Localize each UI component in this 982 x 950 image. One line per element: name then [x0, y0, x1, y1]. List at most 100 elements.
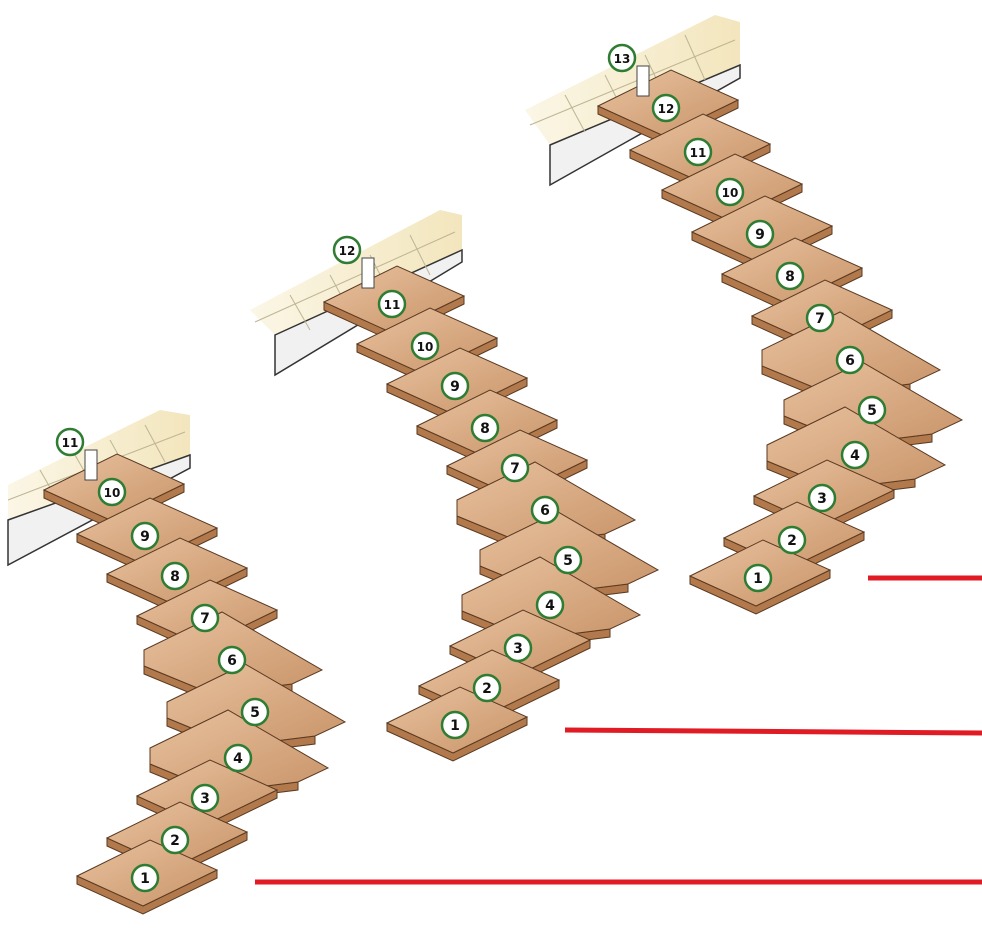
stringer-bracket [84, 449, 98, 481]
red-line-middle [564, 727, 982, 736]
marker-label: 8 [480, 421, 490, 437]
landing-floor [525, 15, 740, 145]
marker-label: 1 [753, 571, 763, 587]
step-marker-10: 10 [97, 477, 127, 507]
step-marker-8: 8 [470, 413, 500, 443]
step-marker-3: 3 [190, 783, 220, 813]
step-marker-9: 9 [130, 521, 160, 551]
step-marker-12: 12 [651, 93, 681, 123]
step-marker-5: 5 [240, 697, 270, 727]
step-marker-3: 3 [503, 633, 533, 663]
step-number-markers: 1234567891011123456789101112123456789101… [55, 43, 887, 893]
marker-label: 2 [482, 681, 492, 697]
step-marker-11: 11 [683, 137, 713, 167]
marker-label: 5 [563, 553, 573, 569]
marker-circle [332, 235, 362, 265]
steps-right [596, 65, 964, 615]
step-marker-7: 7 [805, 303, 835, 333]
marker-circle [55, 427, 85, 457]
marker-circle [683, 137, 713, 167]
marker-circle [160, 825, 190, 855]
marker-label: 9 [450, 379, 460, 395]
step-marker-5: 5 [553, 545, 583, 575]
marker-circle [377, 289, 407, 319]
stringer-bracket [361, 257, 375, 289]
marker-circle [840, 440, 870, 470]
marker-label: 4 [545, 598, 555, 614]
marker-label: 4 [850, 448, 860, 464]
step-marker-1: 1 [440, 710, 470, 740]
step-marker-1: 1 [130, 863, 160, 893]
staircase-middle [250, 210, 660, 762]
step-marker-4: 4 [840, 440, 870, 470]
marker-label: 6 [227, 653, 237, 669]
marker-label: 13 [614, 52, 631, 66]
marker-circle [472, 673, 502, 703]
marker-circle [651, 93, 681, 123]
step-marker-1: 1 [743, 563, 773, 593]
marker-circle [553, 545, 583, 575]
marker-circle [240, 697, 270, 727]
marker-circle [470, 413, 500, 443]
step-marker-4: 4 [223, 743, 253, 773]
marker-label: 9 [755, 227, 765, 243]
marker-circle [97, 477, 127, 507]
marker-circle [410, 331, 440, 361]
step-marker-7: 7 [500, 453, 530, 483]
marker-circle [160, 561, 190, 591]
marker-circle [745, 219, 775, 249]
marker-circle [190, 603, 220, 633]
step-marker-9: 9 [745, 219, 775, 249]
marker-label: 5 [250, 705, 260, 721]
step-marker-8: 8 [160, 561, 190, 591]
marker-label: 10 [722, 186, 739, 200]
marker-circle [835, 345, 865, 375]
marker-label: 1 [140, 871, 150, 887]
marker-circle [223, 743, 253, 773]
step-marker-4: 4 [535, 590, 565, 620]
marker-label: 3 [817, 491, 827, 507]
step-marker-7: 7 [190, 603, 220, 633]
marker-circle [743, 563, 773, 593]
step-marker-6: 6 [530, 495, 560, 525]
marker-circle [535, 590, 565, 620]
marker-label: 7 [510, 461, 520, 477]
landing-floor [250, 210, 462, 335]
marker-circle [190, 783, 220, 813]
marker-circle [715, 177, 745, 207]
marker-circle [130, 863, 160, 893]
marker-circle [607, 43, 637, 73]
marker-label: 10 [104, 486, 121, 500]
marker-label: 6 [845, 353, 855, 369]
step-marker-10: 10 [410, 331, 440, 361]
step-marker-11: 11 [377, 289, 407, 319]
marker-label: 8 [170, 569, 180, 585]
step-marker-8: 8 [775, 261, 805, 291]
marker-circle [857, 395, 887, 425]
marker-label: 11 [384, 298, 401, 312]
marker-circle [807, 483, 837, 513]
step-marker-6: 6 [835, 345, 865, 375]
marker-circle [440, 710, 470, 740]
marker-label: 10 [417, 340, 434, 354]
marker-label: 8 [785, 269, 795, 285]
marker-label: 12 [339, 244, 356, 258]
step-marker-11: 11 [55, 427, 85, 457]
marker-circle [805, 303, 835, 333]
landing-grid [529, 34, 736, 133]
step-marker-2: 2 [777, 525, 807, 555]
marker-label: 7 [200, 611, 210, 627]
marker-label: 4 [233, 751, 243, 767]
marker-circle [775, 261, 805, 291]
step-marker-2: 2 [472, 673, 502, 703]
step-marker-5: 5 [857, 395, 887, 425]
step-marker-9: 9 [440, 371, 470, 401]
marker-label: 12 [658, 102, 675, 116]
step-marker-10: 10 [715, 177, 745, 207]
marker-circle [530, 495, 560, 525]
marker-label: 6 [540, 503, 550, 519]
step-marker-2: 2 [160, 825, 190, 855]
marker-label: 3 [200, 791, 210, 807]
step-marker-12: 12 [332, 235, 362, 265]
